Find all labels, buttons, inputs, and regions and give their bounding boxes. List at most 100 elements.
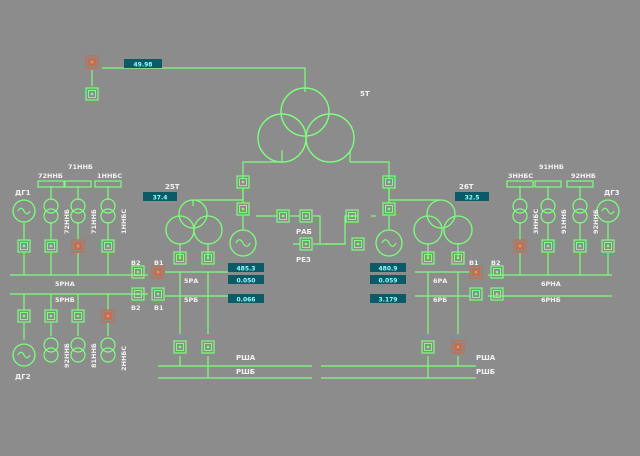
breaker-rsha-r2[interactable] [451,340,465,354]
connection-lines [10,67,612,379]
breaker-l5[interactable] [17,309,31,323]
ra5-readout-bg [228,263,264,272]
t25-readout-bg [143,192,177,201]
breaker-rsha-l2[interactable] [201,340,215,354]
breaker-rsha-r1[interactable] [421,340,435,354]
rb6-readout: 3.179 [379,297,398,304]
bus-5rna-label: 5РНА [55,280,75,288]
breaker-rab-2[interactable] [299,209,313,223]
breaker-l6[interactable] [44,309,58,323]
f72nnb-label: 72ННБ [38,172,63,180]
breaker-b2-rb[interactable] [490,287,504,301]
feeder-tx-92nnb-b[interactable] [43,337,59,363]
rb6-readout-bg [370,294,406,303]
f2nnbs-vlabel: 2ННБС [120,346,128,371]
ra6-readout-bg [370,263,406,272]
feeder-tx-71nnb[interactable] [70,198,86,224]
readouts-layer: 49.98 37.4 32.5 485.3 0.050 0.066 480.9 … [124,59,489,304]
breaker-25t-gen[interactable] [236,202,250,216]
dg1-label: ДГ1 [15,189,31,197]
breaker-r1[interactable] [513,239,527,253]
breaker-l7[interactable] [71,309,85,323]
breaker-b2-r[interactable] [490,265,504,279]
transformer-25t[interactable] [165,199,223,245]
breaker-l8[interactable] [101,309,115,323]
rsha-right-label: РША [476,354,496,362]
breaker-b2-lb[interactable] [131,287,145,301]
feeder-tx-1nnbs[interactable] [100,198,116,224]
transformer-26t[interactable] [413,199,473,245]
rab-label: РАБ [296,228,312,236]
breaker-freq-top[interactable] [85,55,99,69]
breaker-r2[interactable] [541,239,555,253]
b1-left-bot-label: В1 [154,304,164,312]
breaker-b1-rb[interactable] [469,287,483,301]
feeder-92nnb-box[interactable] [566,180,594,188]
feeder-3nnbs-box[interactable] [506,180,534,188]
feeder-tx-91nnb[interactable] [540,198,556,224]
bus-5rnb-label: 5РНБ [55,296,75,304]
breaker-t26-b[interactable] [451,251,465,265]
breaker-l2[interactable] [44,239,58,253]
f92nnb-b-vlabel: 92ННБ [63,343,71,368]
breaker-rsha-l1[interactable] [173,340,187,354]
breaker-r4[interactable] [601,239,615,253]
breaker-freq-bottom[interactable] [85,87,99,101]
breaker-25t-hv[interactable] [236,175,250,189]
breaker-rez-1[interactable] [299,237,313,251]
bus-5ra-label: 5РА [184,277,198,285]
generator-dg1[interactable] [12,199,36,223]
feeder-91nnb-box[interactable] [534,180,562,188]
feeder-tx-72nnb[interactable] [43,198,59,224]
breaker-b1-lb[interactable] [151,287,165,301]
b2-right-label: В2 [491,259,500,267]
breaker-t25-a[interactable] [173,251,187,265]
breaker-r3[interactable] [573,239,587,253]
main-transformer-label: 5T [360,90,370,98]
generator-dg2[interactable] [12,343,36,367]
generator-main-25t[interactable] [229,229,257,257]
breaker-26t-hv[interactable] [382,175,396,189]
b1-left-top-label: В1 [154,259,164,267]
rshb-left-label: РШБ [236,368,255,376]
feeder-tx-3nnbs[interactable] [512,198,528,224]
breaker-l1[interactable] [17,239,31,253]
feeder-top-boxes [37,180,594,188]
rsha-left-label: РША [236,354,256,362]
f71nnb-vlabel: 71ННБ [90,209,98,234]
feeder-tx-81nnb[interactable] [70,337,86,363]
freq-readout: 49.98 [134,62,153,69]
generator-dg3[interactable] [596,199,620,223]
breaker-rab-3[interactable] [345,209,359,223]
breaker-l3[interactable] [71,239,85,253]
breaker-l4[interactable] [101,239,115,253]
breaker-b2-lt[interactable] [131,265,145,279]
bus-6rna-label: 6РНА [541,280,561,288]
ra5-readout2: 0.050 [237,278,256,285]
machines-layer [12,87,620,367]
f1nnbs-label: 1ННБС [97,172,122,180]
breaker-t25-b[interactable] [201,251,215,265]
f81nnb-vlabel: 81ННБ [90,343,98,368]
breaker-b1-r[interactable] [469,265,483,279]
bus-6rb-label: 6РБ [433,296,447,304]
feeder-72nnb-box[interactable] [37,180,65,188]
breaker-b1-lt[interactable] [151,265,165,279]
breaker-rab-1[interactable] [276,209,290,223]
feeder-tx-2nnbs[interactable] [100,337,116,363]
feeder-1nnbs-box[interactable] [94,180,122,188]
rb5-readout: 0.066 [237,297,256,304]
breaker-t26-a[interactable] [421,251,435,265]
t26-readout: 32.5 [465,195,480,202]
main-transformer-5t[interactable] [257,87,355,163]
feeder-tx-92nnb[interactable] [572,198,588,224]
generator-main-26t[interactable] [375,229,403,257]
breaker-rez-2[interactable] [351,237,365,251]
b2-left-bot-label: В2 [131,304,140,312]
dg2-label: ДГ2 [15,373,31,381]
feeder-71nnb-box[interactable] [64,180,92,188]
breaker-26t-gen[interactable] [382,202,396,216]
f92nnb-vlabel: 92ННБ [592,209,600,234]
